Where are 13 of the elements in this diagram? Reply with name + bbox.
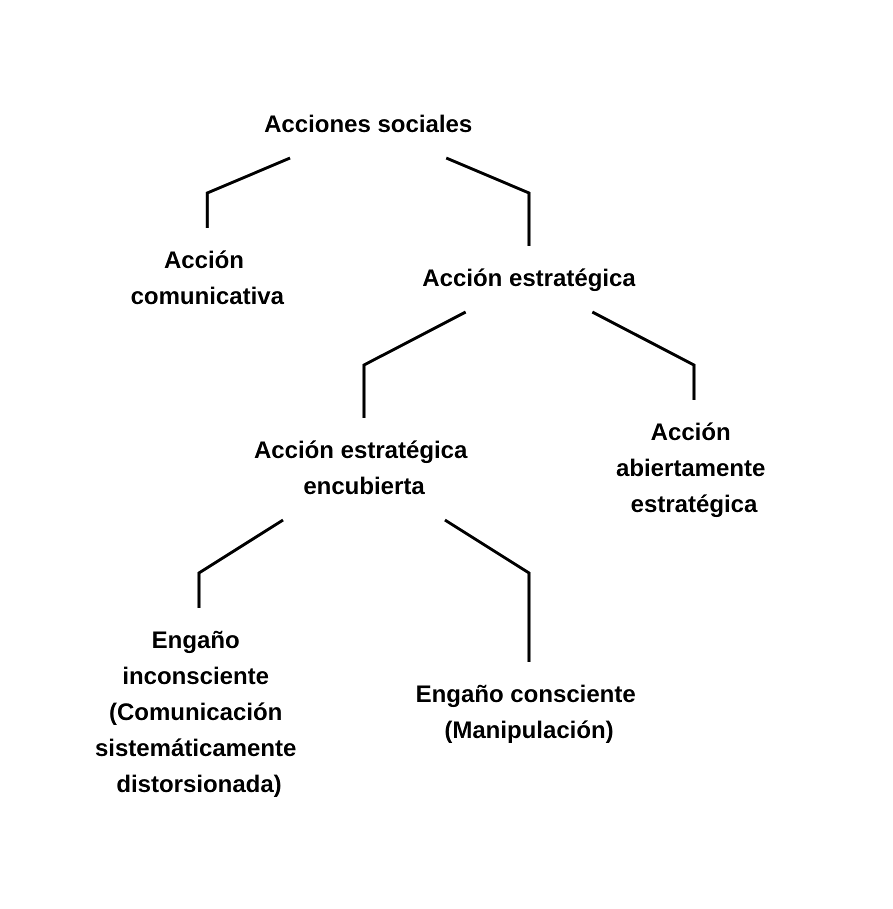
connector (592, 310, 696, 400)
node-text: Engaño consciente (Manipulación) (416, 680, 636, 744)
connector (198, 518, 284, 608)
node-text: Acciones sociales (264, 110, 472, 138)
node-text: Acción comunicativa (130, 246, 284, 310)
connector (444, 518, 530, 662)
connector (362, 310, 466, 418)
connector (206, 156, 291, 228)
node-text: Acción abiertamente estratégica (616, 418, 766, 518)
node-text: Engaño inconsciente (Comunicación sistemáticamente distorsionada) (94, 626, 296, 798)
node-text: Acción estratégica encubierta (254, 436, 468, 500)
connector (446, 156, 530, 246)
node-text: Acción estratégica (422, 264, 636, 292)
